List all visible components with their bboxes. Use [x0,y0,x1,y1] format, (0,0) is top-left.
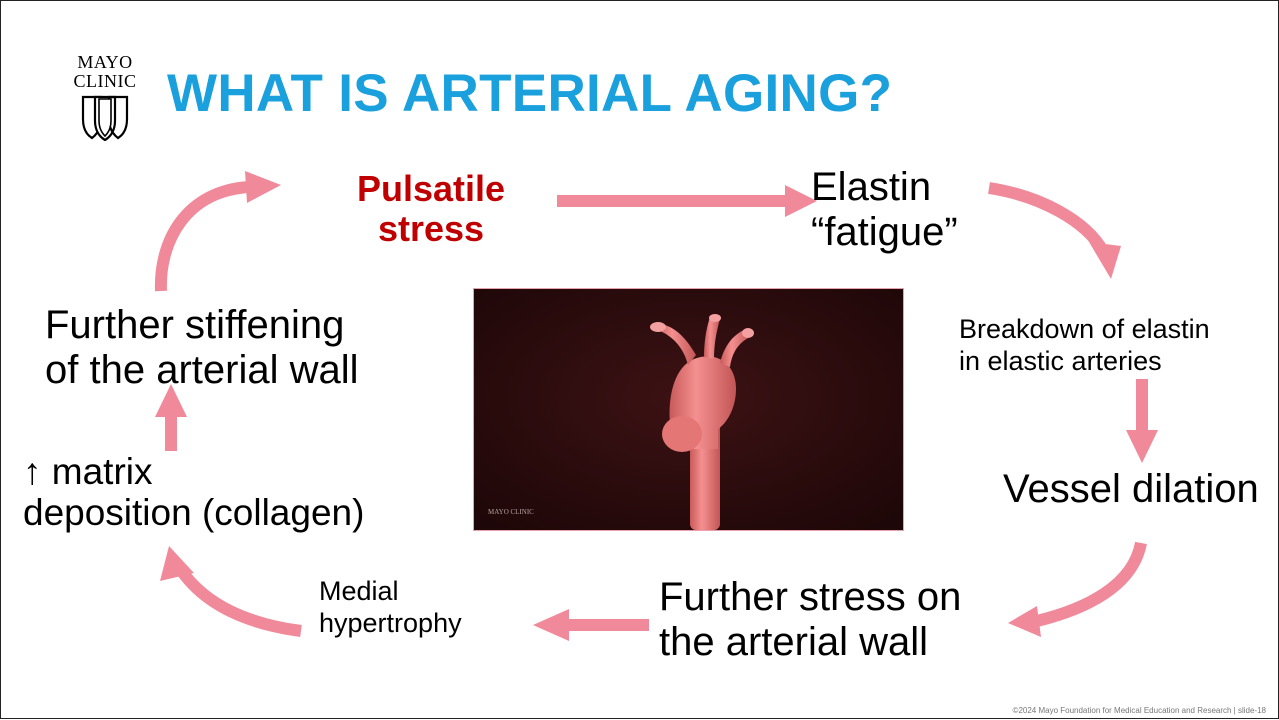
pulsatile-line2: stress [341,209,521,249]
arc-elastin-to-breakdown [989,188,1103,251]
matrix-line1: ↑ matrix [23,451,364,492]
label-vessel-dilation: Vessel dilation [1003,467,1259,512]
medial-line2: hypertrophy [319,607,462,639]
arc-medial-to-matrix [179,567,301,631]
label-further-stiffening: Further stiffening of the arterial wall [45,303,358,393]
aorta-video[interactable]: MAYO CLINIC [473,288,904,531]
elastin-line1: Elastin [811,165,958,210]
medial-line1: Medial [319,575,462,607]
elastin-line2: “fatigue” [811,210,958,255]
stiffening-line1: Further stiffening [45,303,358,348]
arrowhead-to-pulsatile [245,171,281,203]
stiffening-line2: of the arterial wall [45,348,358,393]
video-watermark: MAYO CLINIC [488,508,534,516]
arrow-matrix-to-stiffening [155,384,187,451]
arrow-breakdown-to-dilation [1126,379,1158,463]
arrow-stress-to-medial [533,609,649,641]
breakdown-line2: in elastic arteries [959,345,1210,377]
matrix-line2: deposition (collagen) [23,492,364,533]
label-elastin-fatigue: Elastin “fatigue” [811,165,958,255]
aorta-illustration [474,289,903,530]
label-pulsatile-stress: Pulsatile stress [341,169,521,250]
label-breakdown-elastin: Breakdown of elastin in elastic arteries [959,313,1210,378]
slide-footer: ©2024 Mayo Foundation for Medical Educat… [1013,706,1266,715]
label-further-stress: Further stress on the arterial wall [659,575,961,665]
arrow-pulsatile-to-elastin [557,185,817,217]
label-matrix-deposition: ↑ matrix deposition (collagen) [23,451,364,534]
further-stress-line1: Further stress on [659,575,961,620]
pulsatile-line1: Pulsatile [341,169,521,209]
further-stress-line2: the arterial wall [659,620,961,665]
breakdown-line1: Breakdown of elastin [959,313,1210,345]
arc-stiffening-to-pulsatile [161,187,249,291]
arrowhead-to-further-stress [1008,606,1041,637]
arc-dilation-to-stress [1037,543,1141,621]
label-medial-hypertrophy: Medial hypertrophy [319,575,462,640]
